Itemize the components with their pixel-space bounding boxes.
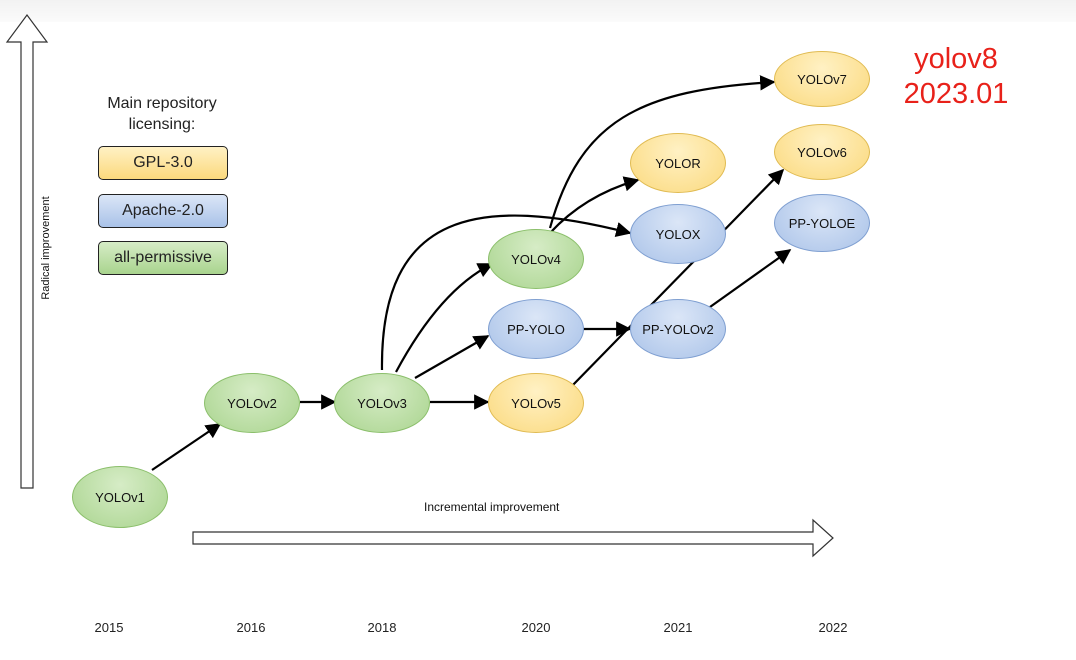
- edge-yolov3-yolox: [380, 214, 632, 371]
- legend-all-permissive: all-permissive: [98, 241, 228, 275]
- node-ppyoloe: PP-YOLOE: [774, 194, 870, 252]
- legend-apache2: Apache-2.0: [98, 194, 228, 228]
- legend-title-line2: licensing:: [128, 116, 196, 133]
- edge-yolov3-yolov4: [395, 263, 494, 373]
- year-2015: 2015: [94, 620, 124, 635]
- node-yolov1: YOLOv1: [72, 466, 168, 528]
- node-yolov7: YOLOv7: [774, 51, 870, 107]
- year-2018: 2018: [367, 620, 397, 635]
- node-yolor: YOLOR: [630, 133, 726, 193]
- legend-title-line1: Main repository: [107, 95, 217, 112]
- legend-gpl3: GPL-3.0: [98, 146, 228, 180]
- node-yolox: YOLOX: [630, 204, 726, 264]
- node-ppyolo: PP-YOLO: [488, 299, 584, 359]
- edge-yolov1-yolov2: [151, 423, 222, 471]
- year-2020: 2020: [521, 620, 551, 635]
- annotation-line2: 2023.01: [903, 78, 1009, 110]
- node-yolov4: YOLOv4: [488, 229, 584, 289]
- node-yolov2: YOLOv2: [204, 373, 300, 433]
- edge-ppyolov2-ppyoloe: [709, 249, 792, 308]
- edge-yolov4-yolov7: [548, 75, 776, 229]
- radical-axis-arrow: [5, 13, 49, 489]
- top-bar: [0, 0, 1076, 22]
- yolov8-annotation: yolov8 2023.01: [890, 42, 1022, 112]
- legend-title: Main repository licensing:: [80, 93, 244, 135]
- incremental-axis-arrow: [192, 518, 834, 558]
- edge-yolov4-yolor: [549, 176, 640, 234]
- x-axis-label: Incremental improvement: [424, 500, 560, 514]
- edge-yolov3-ppyolo: [414, 335, 490, 379]
- node-yolov5: YOLOv5: [488, 373, 584, 433]
- node-yolov6: YOLOv6: [774, 124, 870, 180]
- node-ppyolov2: PP-YOLOv2: [630, 299, 726, 359]
- y-axis-label: Radical improvement: [40, 196, 52, 300]
- year-2016: 2016: [236, 620, 266, 635]
- edge-yolov5-yolov6: [569, 168, 785, 389]
- year-2022: 2022: [818, 620, 848, 635]
- annotation-line1: yolov8: [914, 43, 998, 75]
- node-yolov3: YOLOv3: [334, 373, 430, 433]
- year-2021: 2021: [663, 620, 693, 635]
